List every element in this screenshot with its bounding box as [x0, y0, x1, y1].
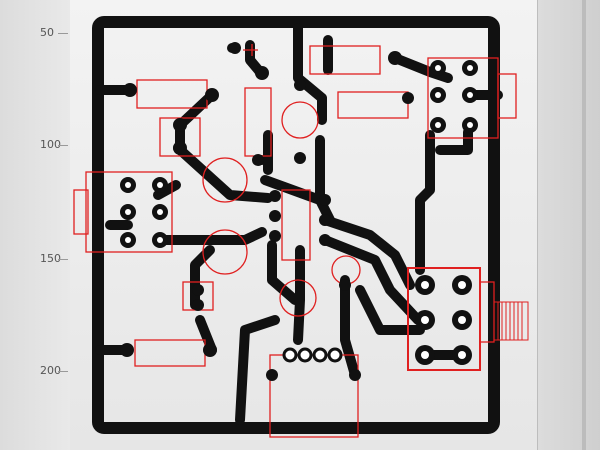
resistor-outline: [134, 339, 206, 367]
component-outline: [281, 189, 311, 261]
ruler-tick-label: 100: [40, 138, 61, 151]
ruler-tick-label: 200: [40, 364, 61, 377]
ruler-tick-label: 150: [40, 252, 61, 265]
silkscreen-layer: [73, 44, 517, 438]
transistor-outline: [279, 279, 317, 317]
resistor-outline: [309, 45, 381, 75]
jack-heatsink: [493, 301, 529, 341]
switch-outline: [73, 189, 89, 235]
board-outline: [92, 16, 500, 434]
connector-pins[interactable]: [282, 347, 343, 363]
switch-pads[interactable]: [120, 60, 478, 248]
capacitor-outline: [202, 229, 248, 275]
switch-outline: [85, 171, 173, 253]
right-scrollbar[interactable]: [537, 0, 600, 450]
transistor-outline: [281, 101, 319, 139]
ruler-tick-label: 50: [40, 26, 54, 39]
scrollbar-track: [582, 0, 586, 450]
jack-pads[interactable]: [415, 275, 472, 365]
vertical-ruler: 50 100 150 200: [0, 0, 70, 450]
resistor-outline: [337, 91, 409, 119]
diode-symbol: [243, 44, 258, 56]
pad-group[interactable]: [120, 42, 414, 381]
switch-outline: [497, 73, 517, 119]
capacitor-outline: [202, 157, 248, 203]
